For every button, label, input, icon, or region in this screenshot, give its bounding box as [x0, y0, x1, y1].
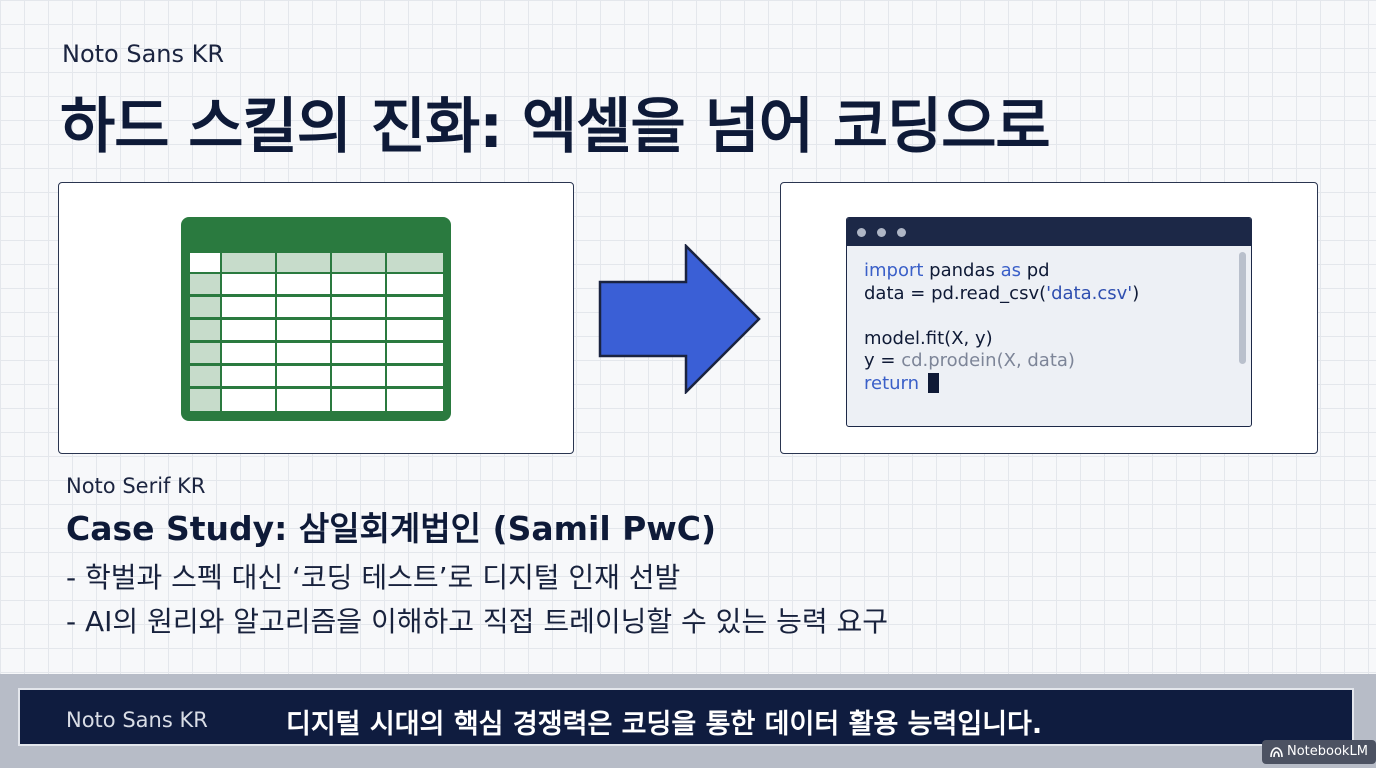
- code-line: return: [864, 372, 1139, 396]
- code-token: pandas: [923, 260, 1001, 281]
- code-line: y = cd.prodein(X, data): [864, 350, 1139, 373]
- code-token: model.fit(X, y): [864, 327, 993, 349]
- code-line: [864, 305, 1139, 328]
- code-token: return: [864, 372, 920, 394]
- code-token: ): [1132, 282, 1140, 304]
- text-cursor: [927, 372, 939, 393]
- code-token: 'data.csv': [1046, 282, 1133, 304]
- scrollbar: [1239, 252, 1246, 364]
- watermark-label: NotebookLM: [1287, 744, 1368, 759]
- code-token: as: [1000, 260, 1022, 281]
- code-token: pd: [1021, 260, 1050, 281]
- window-dot-icon: [877, 228, 886, 237]
- case-study-title: Case Study: 삼일회계법인 (Samil PwC): [66, 509, 717, 548]
- case-font-label: Noto Serif KR: [66, 474, 206, 498]
- code-token: cd.prodein(X, data): [901, 350, 1075, 371]
- right-arrow-icon: [596, 242, 764, 398]
- spreadsheet-icon: [180, 216, 452, 426]
- header-font-label: Noto Sans KR: [62, 40, 225, 68]
- code-line: import pandas as pd: [864, 260, 1139, 283]
- code-token: [919, 373, 925, 394]
- page-title: 하드 스킬의 진화: 엑셀을 넘어 코딩으로: [60, 92, 1051, 162]
- bullet-item: - AI의 원리와 알고리즘을 이해하고 직접 트레이닝할 수 있는 능력 요구: [66, 605, 889, 638]
- footer-message: 디지털 시대의 핵심 경쟁력은 코딩을 통한 데이터 활용 능력입니다.: [286, 709, 1043, 740]
- window-dot-icon: [857, 228, 866, 237]
- footer-font-label: Noto Sans KR: [66, 708, 208, 732]
- window-title-bar: [847, 218, 1251, 246]
- code-token: data = pd.read_csv(: [864, 282, 1047, 304]
- code-line: model.fit(X, y): [864, 328, 1139, 351]
- footer-banner: [18, 688, 1354, 746]
- code-line: data = pd.read_csv('data.csv'): [864, 283, 1139, 306]
- code-token: y =: [864, 350, 902, 371]
- notebooklm-icon: [1270, 746, 1283, 757]
- bullet-item: - 학벌과 스펙 대신 ‘코딩 테스트’로 디지털 인재 선발: [66, 561, 681, 594]
- code-token: import: [864, 260, 924, 281]
- notebooklm-watermark: NotebookLM: [1262, 740, 1376, 764]
- window-dot-icon: [897, 228, 906, 237]
